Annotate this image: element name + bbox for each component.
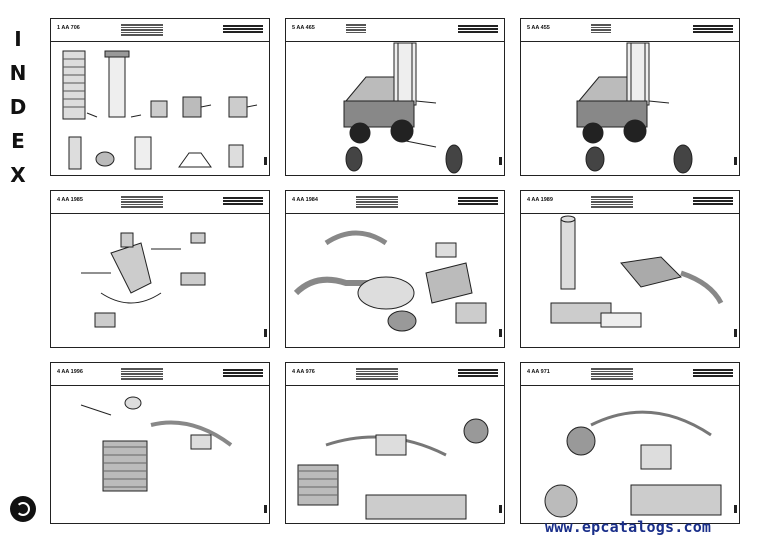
brand-logo: [10, 496, 36, 522]
panel-subtitle: [356, 367, 398, 381]
model-box: [458, 368, 498, 380]
watermark-url: www.epcatalogs.com: [545, 518, 712, 536]
panel-header: 4 AA 1989: [521, 191, 739, 214]
page-number-mark: [734, 157, 737, 165]
panel-forklift-b[interactable]: 5 AA 455: [520, 18, 740, 176]
page-number-mark: [734, 505, 737, 513]
index-letter: D: [9, 95, 27, 119]
panel-header: 4 AA 971: [521, 363, 739, 386]
panel-engine-mounts[interactable]: 4 AA 1985: [50, 190, 270, 348]
index-letter: X: [10, 163, 26, 187]
panel-subtitle: [591, 195, 633, 209]
page-number-mark: [264, 157, 267, 165]
panel-header: 4 AA 1996: [51, 363, 269, 386]
panel-header: 4 AA 1985: [51, 191, 269, 214]
panel-code: 4 AA 1985: [57, 197, 83, 203]
panel-hydraulics-b[interactable]: 4 AA 971: [520, 362, 740, 524]
panel-subtitle: [121, 23, 163, 37]
panel-code: 4 AA 1989: [527, 197, 553, 203]
model-box: [458, 24, 498, 36]
page-number-mark: [499, 157, 502, 165]
panel-code: 1 AA 706: [57, 25, 80, 31]
index-letter: N: [9, 61, 27, 85]
panel-forklift-a[interactable]: 5 AA 465: [285, 18, 505, 176]
panel-code: 4 AA 971: [527, 369, 550, 375]
model-box: [223, 24, 263, 36]
panel-header: 1 AA 706: [51, 19, 269, 42]
panel-cooling[interactable]: 4 AA 1996: [50, 362, 270, 524]
page-number-mark: [499, 329, 502, 337]
filters-illustration: [62, 50, 258, 170]
page-number-mark: [264, 329, 267, 337]
page-number-mark: [264, 505, 267, 513]
panel-hydraulics-a[interactable]: 4 AA 976: [285, 362, 505, 524]
forklift-illustration: [576, 42, 693, 174]
model-box: [693, 196, 733, 208]
panel-exhaust[interactable]: 4 AA 1989: [520, 190, 740, 348]
model-box: [693, 24, 733, 36]
index-title: I N D E X: [8, 22, 28, 192]
panel-header: 4 AA 1984: [286, 191, 504, 214]
exhaust-illustration: [550, 215, 724, 328]
panel-header: 5 AA 455: [521, 19, 739, 42]
panel-air-intake[interactable]: 4 AA 1984: [285, 190, 505, 348]
panel-subtitle: [121, 195, 163, 209]
panel-filters[interactable]: 1 AA 706: [50, 18, 270, 176]
panel-code: 4 AA 1996: [57, 369, 83, 375]
air-intake-illustration: [293, 230, 487, 332]
panel-subtitle: [591, 367, 633, 381]
panel-header: 5 AA 465: [286, 19, 504, 42]
panel-subtitle: [346, 23, 366, 34]
mounts-illustration: [81, 232, 206, 328]
index-letter: E: [11, 129, 25, 153]
panel-subtitle: [591, 23, 611, 34]
index-letter: I: [14, 27, 22, 51]
panel-subtitle: [121, 367, 163, 381]
panel-code: 4 AA 976: [292, 369, 315, 375]
hydraulics-illustration: [297, 418, 489, 520]
forklift-illustration: [343, 42, 463, 174]
model-box: [693, 368, 733, 380]
model-box: [223, 368, 263, 380]
panel-code: 5 AA 455: [527, 25, 550, 31]
page-number-mark: [734, 329, 737, 337]
page-number-mark: [499, 505, 502, 513]
panel-code: 5 AA 465: [292, 25, 315, 31]
panel-header: 4 AA 976: [286, 363, 504, 386]
panel-subtitle: [356, 195, 398, 209]
hydraulics-illustration: [544, 410, 722, 518]
panel-code: 4 AA 1984: [292, 197, 318, 203]
cooling-illustration: [80, 396, 233, 492]
model-box: [458, 196, 498, 208]
model-box: [223, 196, 263, 208]
